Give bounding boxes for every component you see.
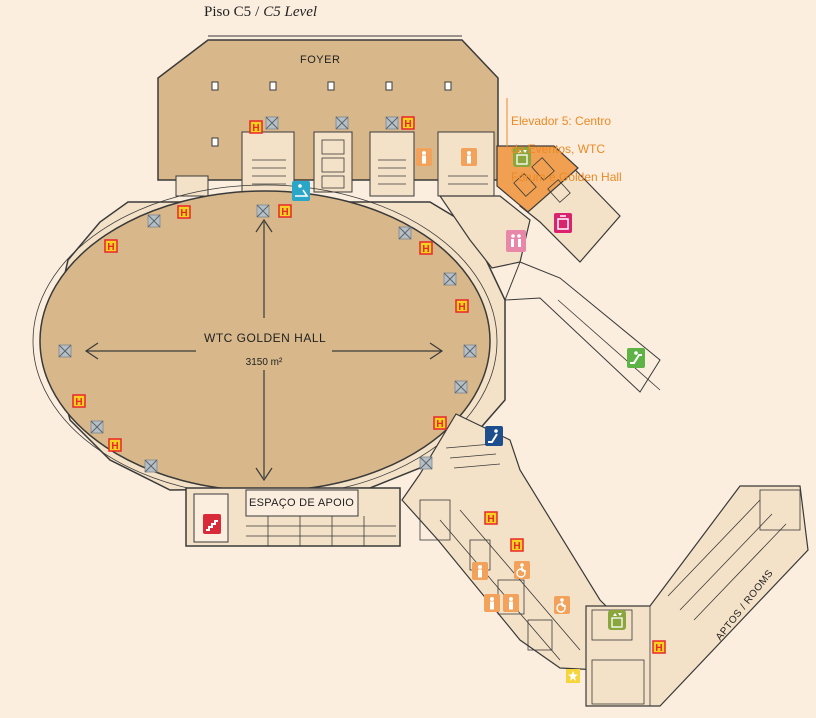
restroom-male-icon: [416, 148, 432, 166]
hydrant-icon: [72, 394, 86, 409]
title-en: C5 Level: [263, 4, 318, 20]
hydrant-icon: [278, 204, 292, 219]
elevator-icon: [607, 609, 627, 631]
hydrant-icon: [401, 116, 415, 131]
emergency-stair-icon: [202, 513, 222, 535]
restroom-unisex-icon: [506, 230, 526, 252]
hydrant-icon: [108, 438, 122, 453]
callout-line-1: Elevador 5: Centro: [511, 114, 612, 128]
stairs-icon: [485, 426, 503, 446]
callout-line-2: de Eventos, WTC: [511, 142, 606, 156]
support-space-label: ESPAÇO DE APOIO: [249, 497, 355, 509]
title-pt: Piso C5: [204, 4, 252, 20]
hall-area-label: 3150 m²: [245, 357, 283, 368]
hydrant-icon: [419, 241, 433, 256]
hall-name-label: WTC GOLDEN HALL: [204, 331, 327, 345]
hydrant-icon: [652, 640, 666, 655]
elevator-callout: Elevador 5: Centro de Eventos, WTC Fórum…: [511, 100, 622, 198]
hydrant-icon: [177, 205, 191, 220]
hydrant-icon: [104, 239, 118, 254]
foyer-label: FOYER: [300, 54, 341, 66]
hydrant-icon: [433, 416, 447, 431]
foyer-area: [157, 35, 499, 197]
escalator-icon: [626, 347, 646, 369]
support-space: [185, 487, 401, 547]
restroom-female-icon: [461, 148, 477, 166]
hydrant-icon: [484, 511, 498, 526]
apartments-wing: [585, 485, 809, 707]
wheelchair-icon: [553, 595, 571, 615]
restroom-female-icon: [503, 594, 519, 612]
page-title: Piso C5/C5 Level: [204, 4, 317, 21]
amenities: [202, 146, 646, 683]
hydrant-icon: [249, 120, 263, 135]
hydrant-icon: [510, 538, 524, 553]
emergency-exit-icon: [554, 213, 572, 233]
wheelchair-icon: [513, 560, 531, 580]
golden-hall-building: [32, 184, 506, 498]
title-separator: /: [255, 4, 260, 20]
callout-line-3: Fórum e Golden Hall: [511, 170, 622, 184]
restroom-male-icon: [484, 594, 500, 612]
star-icon: [566, 669, 580, 683]
restroom-male-icon: [472, 562, 488, 580]
wheelchair-icon: [292, 181, 310, 201]
hydrant-icon: [455, 299, 469, 314]
